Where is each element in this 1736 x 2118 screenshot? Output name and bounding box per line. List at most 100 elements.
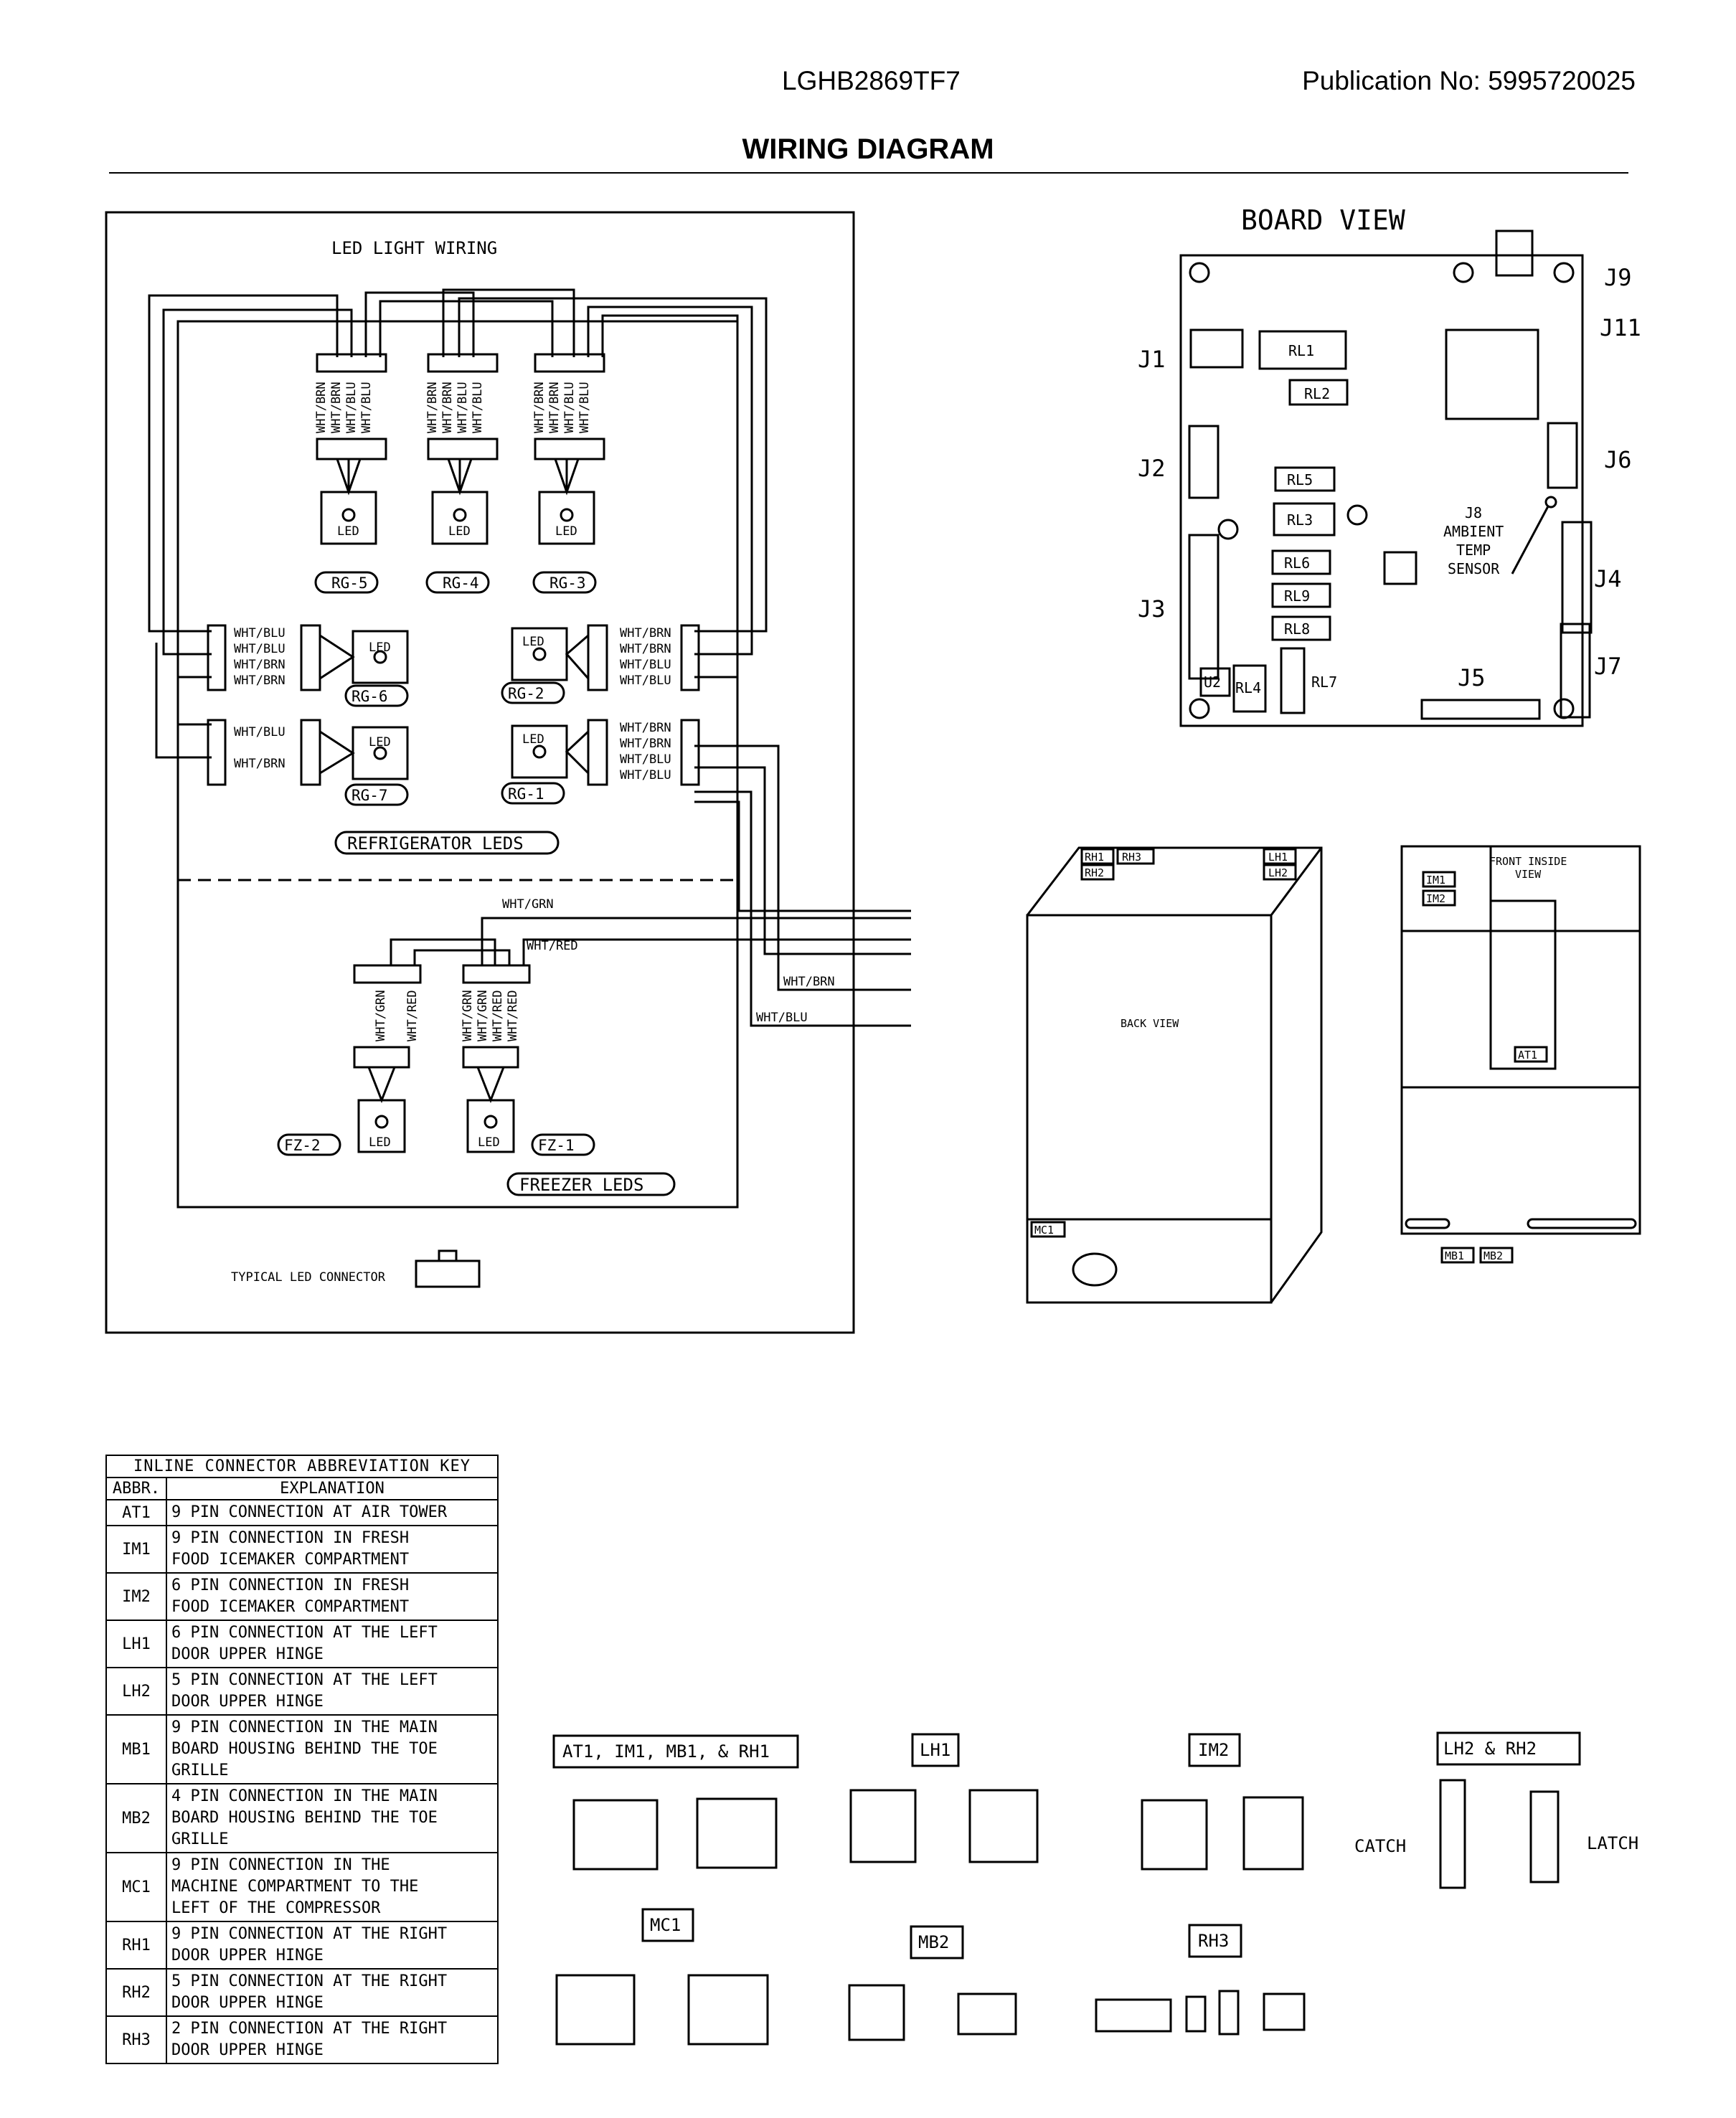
key-explanation: 9 PIN CONNECTION AT AIR TOWER <box>166 1499 499 1526</box>
latch-label: LATCH <box>1587 1833 1638 1853</box>
module-label: RG-3 <box>549 575 586 592</box>
lh2-group-label: LH2 & RH2 <box>1443 1739 1537 1759</box>
tag-at1: AT1 <box>1518 1049 1537 1062</box>
key-col-expl: EXPLANATION <box>166 1477 499 1500</box>
page-title: WIRING DIAGRAM <box>742 133 994 165</box>
lh1-label: LH1 <box>920 1740 950 1760</box>
led-text: LED <box>478 1135 500 1150</box>
tag-im1: IM1 <box>1426 874 1445 887</box>
key-abbr: LH1 <box>105 1620 167 1668</box>
control-board <box>1179 254 1584 727</box>
wire-label: WHT/BLU <box>234 626 286 640</box>
key-explanation-line: FOOD ICEMAKER COMPARTMENT <box>171 1551 410 1569</box>
wire-label: WHT/RED <box>405 990 420 1041</box>
wire-label: WHT/GRN <box>374 990 388 1041</box>
connector-abbreviation-key: INLINE CONNECTOR ABBREVIATION KEY ABBR. … <box>105 1455 499 2064</box>
wire-label: WHT/BRN <box>620 721 671 735</box>
wire-label: WHT/RED <box>506 990 520 1041</box>
key-explanation-line: GRILLE <box>171 1762 229 1779</box>
wire-label: WHT/BLU <box>471 382 485 433</box>
module-label: RG-7 <box>352 787 388 804</box>
key-explanation-line: 9 PIN CONNECTION AT AIR TOWER <box>171 1503 448 1521</box>
key-explanation-line: 9 PIN CONNECTION IN THE <box>171 1856 390 1874</box>
sensor-label: AMBIENT <box>1443 523 1504 540</box>
key-abbr: MC1 <box>105 1852 167 1922</box>
wire-label: WHT/BRN <box>620 642 671 656</box>
key-explanation-line: DOOR UPPER HINGE <box>171 1994 324 2012</box>
board-view-title: BOARD VIEW <box>1241 204 1405 236</box>
key-explanation: 9 PIN CONNECTION IN FRESH FOOD ICEMAKER C… <box>166 1525 499 1574</box>
module-label: RG-2 <box>508 685 544 702</box>
connector-j7: J7 <box>1594 653 1622 680</box>
key-abbr: MB2 <box>105 1783 167 1853</box>
key-abbr: IM1 <box>105 1525 167 1574</box>
wire-label: WHT/BRN <box>547 382 562 433</box>
front-view-label: FRONT INSIDE <box>1489 855 1567 868</box>
wire-label: WHT/BLU <box>456 382 470 433</box>
wire-label: WHT/BLU <box>620 752 671 767</box>
relay-label: RL7 <box>1311 673 1337 691</box>
key-explanation-line: 6 PIN CONNECTION AT THE LEFT <box>171 1624 438 1642</box>
key-abbr: LH2 <box>105 1667 167 1716</box>
wire-label: WHT/BRN <box>234 757 286 771</box>
module-label: RG-6 <box>352 688 388 705</box>
key-explanation-line: DOOR UPPER HINGE <box>171 2041 324 2059</box>
front-view-label: VIEW <box>1515 868 1542 881</box>
mc1-label: MC1 <box>650 1915 681 1935</box>
led-text: LED <box>555 524 577 539</box>
key-explanation-line: 2 PIN CONNECTION AT THE RIGHT <box>171 2020 448 2038</box>
key-explanation-line: 5 PIN CONNECTION AT THE LEFT <box>171 1671 438 1689</box>
key-explanation-line: LEFT OF THE COMPRESSOR <box>171 1899 381 1917</box>
key-explanation-line: BOARD HOUSING BEHIND THE TOE <box>171 1809 438 1827</box>
led-panel-title: LED LIGHT WIRING <box>331 238 497 258</box>
key-explanation-line: 9 PIN CONNECTION IN FRESH <box>171 1529 410 1547</box>
tag-mb2: MB2 <box>1483 1249 1503 1262</box>
tag-rh2: RH2 <box>1085 866 1104 879</box>
tag-lh1: LH1 <box>1268 851 1288 864</box>
relay-label: RL6 <box>1284 554 1310 572</box>
key-explanation-line: DOOR UPPER HINGE <box>171 1645 324 1663</box>
wire-label: WHT/RED <box>491 990 505 1041</box>
led-text: LED <box>522 732 544 747</box>
key-explanation-line: DOOR UPPER HINGE <box>171 1947 324 1965</box>
wire-label: WHT/BRN <box>329 382 344 433</box>
led-text: LED <box>522 635 544 649</box>
tag-im2: IM2 <box>1426 892 1445 905</box>
at1-group-label: AT1, IM1, MB1, & RH1 <box>562 1741 770 1762</box>
freezer-leds-label: FREEZER LEDS <box>519 1175 643 1195</box>
connector-j9: J9 <box>1604 264 1632 291</box>
wire-label: WHT/BLU <box>234 725 286 739</box>
im2-label: IM2 <box>1198 1740 1229 1760</box>
relay-rl1 <box>1258 330 1347 370</box>
refrigerator-leds-label: REFRIGERATOR LEDS <box>347 833 524 854</box>
wire-label: WHT/RED <box>527 939 578 953</box>
wire-label: WHT/BRN <box>234 673 286 688</box>
tag-lh2: LH2 <box>1268 866 1288 879</box>
key-abbr: RH3 <box>105 2015 167 2064</box>
relay-label: RL5 <box>1287 471 1313 488</box>
led-text: LED <box>369 640 391 655</box>
wire-label: WHT/BRN <box>425 382 440 433</box>
wire-label: WHT/BLU <box>577 382 592 433</box>
wire-label: WHT/GRN <box>476 990 490 1041</box>
wire-label: WHT/BRN <box>234 658 286 672</box>
wire-label: WHT/GRN <box>502 897 554 912</box>
key-abbr: IM2 <box>105 1572 167 1621</box>
mb2-label: MB2 <box>918 1932 949 1952</box>
catch-label: CATCH <box>1354 1836 1406 1856</box>
publication-number: Publication No: 5995720025 <box>1302 66 1636 95</box>
key-explanation-line: 6 PIN CONNECTION IN FRESH <box>171 1576 410 1594</box>
sensor-label: TEMP <box>1456 542 1491 559</box>
wire-label: WHT/BLU <box>344 382 359 433</box>
key-explanation-line: MACHINE COMPARTMENT TO THE <box>171 1878 419 1896</box>
connector-j6: J6 <box>1604 446 1632 473</box>
wire-label: WHT/BRN <box>532 382 547 433</box>
key-explanation-line: 5 PIN CONNECTION AT THE RIGHT <box>171 1972 448 1990</box>
